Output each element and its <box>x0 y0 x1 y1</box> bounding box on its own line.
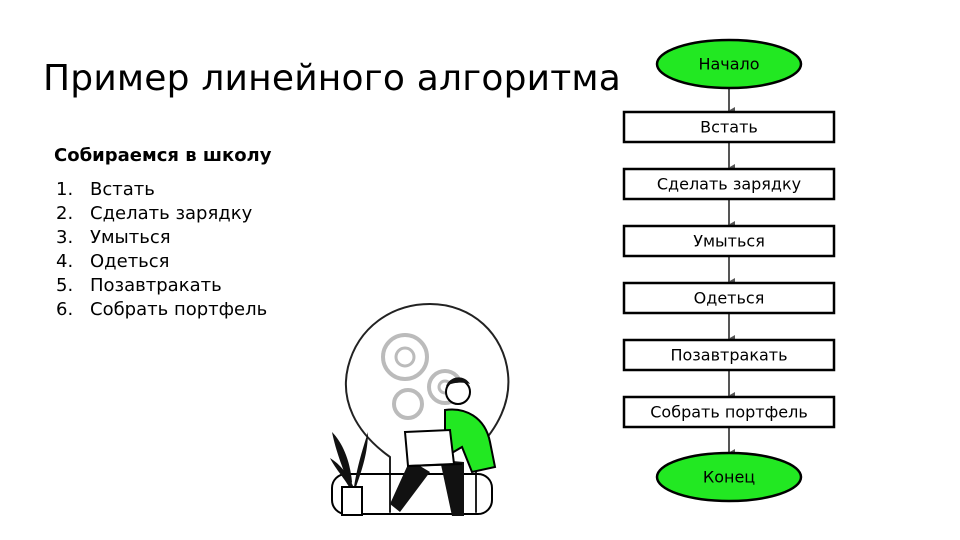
flow-step-node: Одеться <box>622 281 836 315</box>
list-item: 6. Собрать портфель <box>56 298 267 322</box>
flow-step-node: Сделать зарядку <box>622 167 836 201</box>
list-item-text: Одеться <box>90 251 170 272</box>
plant-icon <box>330 432 368 516</box>
flow-step-label: Сделать зарядку <box>657 175 801 194</box>
flow-step-node: Позавтракать <box>622 338 836 372</box>
flow-start-node: Начало <box>655 38 803 90</box>
flow-step-node: Умыться <box>622 224 836 258</box>
flow-step-label: Умыться <box>693 232 765 251</box>
list-item-number: 3. <box>56 227 74 248</box>
flow-step-node: Встать <box>622 110 836 144</box>
flow-end-label: Конец <box>703 468 755 487</box>
list-item-number: 1. <box>56 179 74 200</box>
list-item-text: Умыться <box>90 227 171 248</box>
list-item-text: Встать <box>90 179 155 200</box>
person-with-laptop-illustration <box>330 303 510 516</box>
flow-step-label: Позавтракать <box>670 346 787 365</box>
list-item-number: 2. <box>56 203 74 224</box>
flow-step-label: Собрать портфель <box>650 403 808 422</box>
list-item-number: 5. <box>56 275 74 296</box>
steps-list: 1. Встать 2. Сделать зарядку 3. Умыться 4. О… <box>56 178 267 322</box>
list-item-text: Позавтракать <box>90 275 222 296</box>
list-item-number: 4. <box>56 251 74 272</box>
list-heading: Собираемся в школу <box>54 145 272 166</box>
list-item-number: 6. <box>56 299 74 320</box>
list-item: 5. Позавтракать <box>56 274 267 298</box>
list-item: 3. Умыться <box>56 226 267 250</box>
list-item: 2. Сделать зарядку <box>56 202 267 226</box>
flow-end-node: Конец <box>655 451 803 503</box>
flow-step-node: Собрать портфель <box>622 395 836 429</box>
person-icon <box>390 377 497 516</box>
list-item-text: Сделать зарядку <box>90 203 253 224</box>
flow-start-label: Начало <box>698 55 759 74</box>
list-item: 1. Встать <box>56 178 267 202</box>
list-item-text: Собрать портфель <box>90 299 268 320</box>
flow-step-label: Одеться <box>694 289 765 308</box>
flow-step-label: Встать <box>700 118 758 137</box>
list-item: 4. Одеться <box>56 250 267 274</box>
slide-title: Пример линейного алгоритма <box>43 58 622 99</box>
